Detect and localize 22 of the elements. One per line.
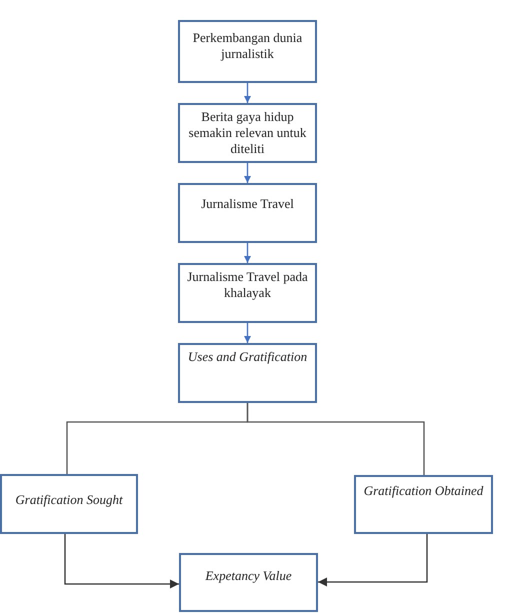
box-label: Gratification Sought — [14, 492, 124, 508]
connector-arrow — [244, 83, 251, 103]
process-box — [178, 103, 317, 163]
process-box — [0, 474, 138, 534]
process-box — [178, 263, 317, 323]
connector-arrow — [244, 323, 251, 343]
box-label: Perkembangan dunia jurnalistik — [192, 30, 304, 62]
connector-arrow — [244, 163, 251, 183]
box-label: Jurnalisme Travel — [200, 196, 295, 212]
box-label: Berita gaya hidup semakin relevan untuk diteliti — [188, 109, 308, 157]
connector-arrow — [244, 243, 251, 263]
box-label: Jurnalisme Travel pada khalayak — [186, 269, 309, 301]
connector-arrow — [318, 534, 428, 586]
process-box — [178, 183, 317, 243]
process-box — [354, 475, 493, 534]
connector-arrow — [64, 534, 179, 588]
box-label: Gratification Obtained — [362, 483, 484, 499]
process-box — [178, 20, 317, 83]
box-label: Expetancy Value — [204, 568, 293, 584]
box-label: Uses and Gratification — [186, 349, 308, 365]
process-box — [179, 553, 318, 612]
process-box — [178, 343, 317, 403]
